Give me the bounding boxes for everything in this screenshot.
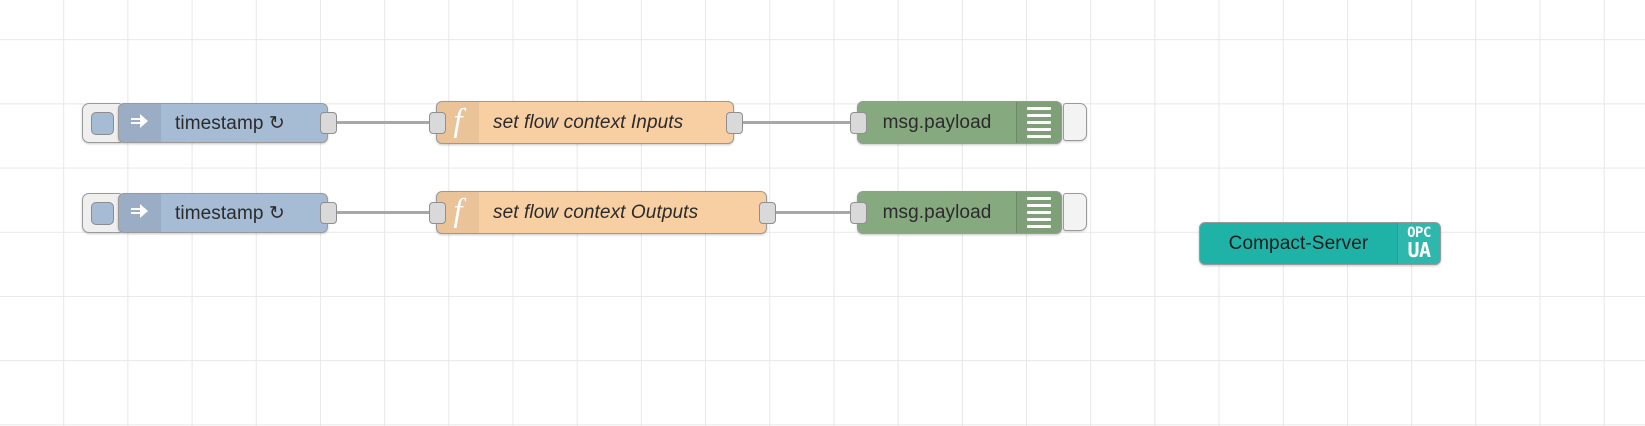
debug-line <box>1027 225 1051 228</box>
debug-line <box>1027 107 1051 110</box>
debug-line <box>1027 135 1051 138</box>
wire-function-to-debug-1 <box>733 121 857 124</box>
opc-ua-icon-top: OPC <box>1407 225 1431 242</box>
arrow-right-icon <box>119 194 161 232</box>
inject-node-label-2: timestamp ↻ <box>175 202 285 224</box>
debug-enable-toggle-2[interactable] <box>1063 193 1087 231</box>
output-port-inject-2[interactable] <box>320 202 337 224</box>
opcua-server-node[interactable]: Compact-Server OPC UA <box>1199 222 1441 265</box>
inject-node-timestamp-inputs[interactable]: timestamp ↻ <box>118 103 328 143</box>
output-port-inject-1[interactable] <box>320 112 337 134</box>
inject-trigger-button-inner-2 <box>90 201 114 225</box>
function-glyph: f <box>453 193 463 229</box>
debug-enable-toggle-1[interactable] <box>1063 103 1087 141</box>
input-port-function-2[interactable] <box>429 202 446 224</box>
inject-trigger-button-2[interactable] <box>82 193 122 233</box>
input-port-function-1[interactable] <box>429 112 446 134</box>
function-node-label-1: set flow context Inputs <box>493 111 684 133</box>
opcua-node-label: Compact-Server <box>1228 232 1369 254</box>
wire-function-to-debug-2 <box>766 211 858 214</box>
debug-node-label-1: msg.payload <box>882 111 992 133</box>
debug-line <box>1027 114 1051 117</box>
function-glyph: f <box>453 103 463 139</box>
input-port-debug-1[interactable] <box>850 112 867 134</box>
debug-line <box>1027 197 1051 200</box>
debug-line <box>1027 121 1051 124</box>
wire-inject-to-function-2 <box>327 211 435 214</box>
opc-ua-icon: OPC UA <box>1397 223 1440 264</box>
inject-trigger-button-inner-1 <box>90 111 114 135</box>
debug-line <box>1027 218 1051 221</box>
debug-line <box>1027 204 1051 207</box>
debug-lines-icon <box>1016 102 1061 143</box>
debug-line <box>1027 128 1051 131</box>
input-port-debug-2[interactable] <box>850 202 867 224</box>
output-port-function-1[interactable] <box>726 112 743 134</box>
opc-ua-icon-bottom: UA <box>1407 238 1431 263</box>
debug-line <box>1027 211 1051 214</box>
debug-node-msg-payload-outputs[interactable]: msg.payload <box>857 191 1062 234</box>
arrow-right-icon <box>119 104 161 142</box>
inject-trigger-button-1[interactable] <box>82 103 122 143</box>
debug-lines-icon <box>1016 192 1061 233</box>
inject-node-timestamp-outputs[interactable]: timestamp ↻ <box>118 193 328 233</box>
debug-node-label-2: msg.payload <box>882 201 992 223</box>
function-node-set-flow-context-inputs[interactable]: f set flow context Inputs <box>436 101 734 144</box>
inject-node-label-1: timestamp ↻ <box>175 112 285 134</box>
wire-inject-to-function-1 <box>327 121 435 124</box>
function-node-set-flow-context-outputs[interactable]: f set flow context Outputs <box>436 191 767 234</box>
debug-node-msg-payload-inputs[interactable]: msg.payload <box>857 101 1062 144</box>
output-port-function-2[interactable] <box>759 202 776 224</box>
function-node-label-2: set flow context Outputs <box>493 201 699 223</box>
